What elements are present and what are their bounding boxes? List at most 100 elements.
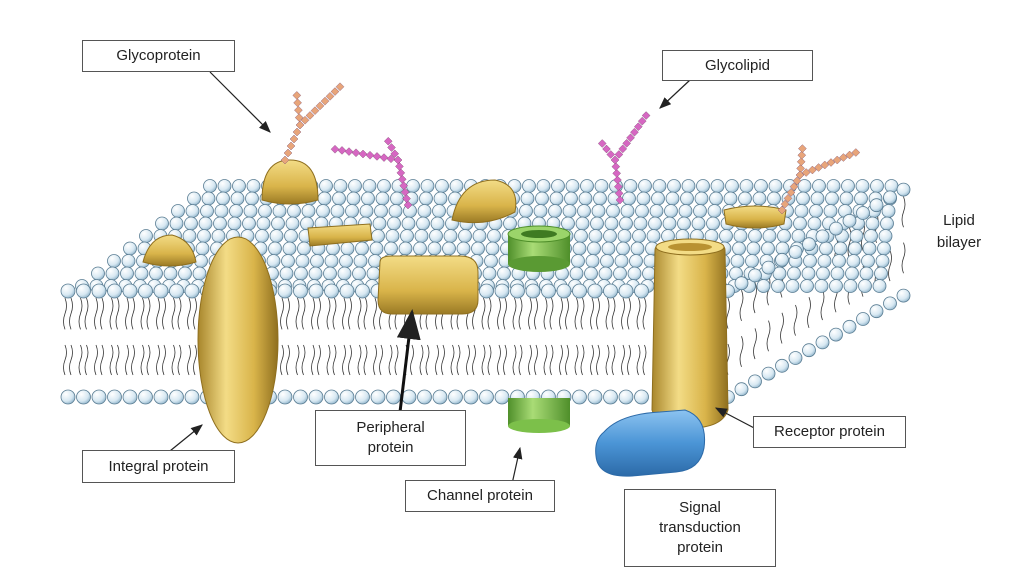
lipid-head [815,335,830,350]
lipid-tail [441,344,445,376]
sugar-unit [395,162,404,171]
lipid-head [829,327,843,342]
lipid-tail [63,297,67,330]
sugar-unit [330,87,340,96]
lipid-tail [621,297,625,330]
lipid-head [401,389,417,405]
lipid-head [355,283,370,299]
lipid-head [169,283,184,299]
lipid-head [107,254,121,268]
lipid-head [232,179,246,193]
lipid-tail [388,344,393,376]
lipid-head [269,229,284,243]
lipid-head [377,179,391,193]
lipid-head [323,266,337,281]
sugar-unit [795,170,805,180]
lipid-head [352,266,366,281]
lipid-head [216,191,230,206]
lipid-head [427,241,442,256]
lipid-tail [379,344,383,376]
sugar-unit [280,155,290,165]
lipid-head [359,204,374,218]
lipid-head [522,179,536,193]
lipid-head [185,204,200,218]
sugar-unit [797,150,807,160]
sugar-unit [820,160,830,170]
lipid-head [60,389,76,405]
lipid-head [287,204,301,218]
lipid-tail [348,344,352,376]
lipid-tail [332,344,337,376]
lipid-head [880,216,894,231]
sugar-unit [611,162,621,171]
sugar-unit [641,111,651,120]
lipid-head [297,241,311,256]
lipid-tail [642,344,647,376]
lipid-tail [534,344,538,376]
lipid-tail [481,344,486,376]
lipid-tail [590,344,594,376]
sugar-unit [293,98,302,108]
sugar-unit [383,136,393,146]
lipid-head [217,179,232,193]
lipid-head [620,204,635,218]
lipid-tail [512,297,517,330]
lipid-tail [109,297,114,330]
sugar-unit [386,154,396,164]
lipid-tail [901,242,906,274]
lipid-head [138,283,153,299]
lipid-head [842,213,857,228]
sugar-unit [335,82,345,92]
lipid-tail [627,297,631,330]
lipid-head [272,204,287,218]
lipid-head [881,204,896,218]
lipid-tail [326,344,331,376]
lipid-head [604,216,619,231]
lipid-head [169,216,184,231]
lipid-head [719,229,733,243]
sugar-unit [325,92,335,101]
lipid-tail [534,297,538,330]
lipid-head [745,254,759,268]
lipid-head [794,204,809,218]
lipid-tail [820,289,825,321]
sugar-unit [614,189,624,198]
lipid-head [246,179,261,193]
lipid-tail [311,297,315,330]
lipid-tail [78,344,83,376]
lipid-head [456,241,471,256]
lipid-head [638,179,652,193]
lipid-tail [611,297,616,330]
lipid-head [285,216,300,231]
lipid-tail [596,297,600,330]
lipid-head [348,179,362,193]
lipid-head [800,279,814,293]
lipid-head [681,179,696,193]
carbohydrate-chains [280,82,861,215]
lipid-tail [503,344,507,376]
lipid-head [541,283,556,299]
lipid-head [362,179,377,193]
lipid-head [632,229,646,243]
lipid-head [301,204,316,218]
lipid-head [752,191,767,206]
lipid-tail [84,297,89,330]
lipid-head [613,266,627,281]
lipid-head [169,389,184,405]
lipid-head [630,241,645,256]
lipid-head [832,254,846,268]
lipid-head [324,389,339,405]
lipid-tail [739,336,744,368]
lipid-head [339,283,355,299]
lipid-head [768,179,783,193]
lipid-tail [549,297,554,330]
sugar-unit [606,150,616,159]
lipid-head [171,204,185,218]
lipid-head [282,241,297,256]
lipid-tail [574,297,579,330]
lipid-tail [766,320,771,352]
lipid-head [762,229,777,243]
lipid-head [756,279,771,293]
lipid-head [785,279,800,293]
